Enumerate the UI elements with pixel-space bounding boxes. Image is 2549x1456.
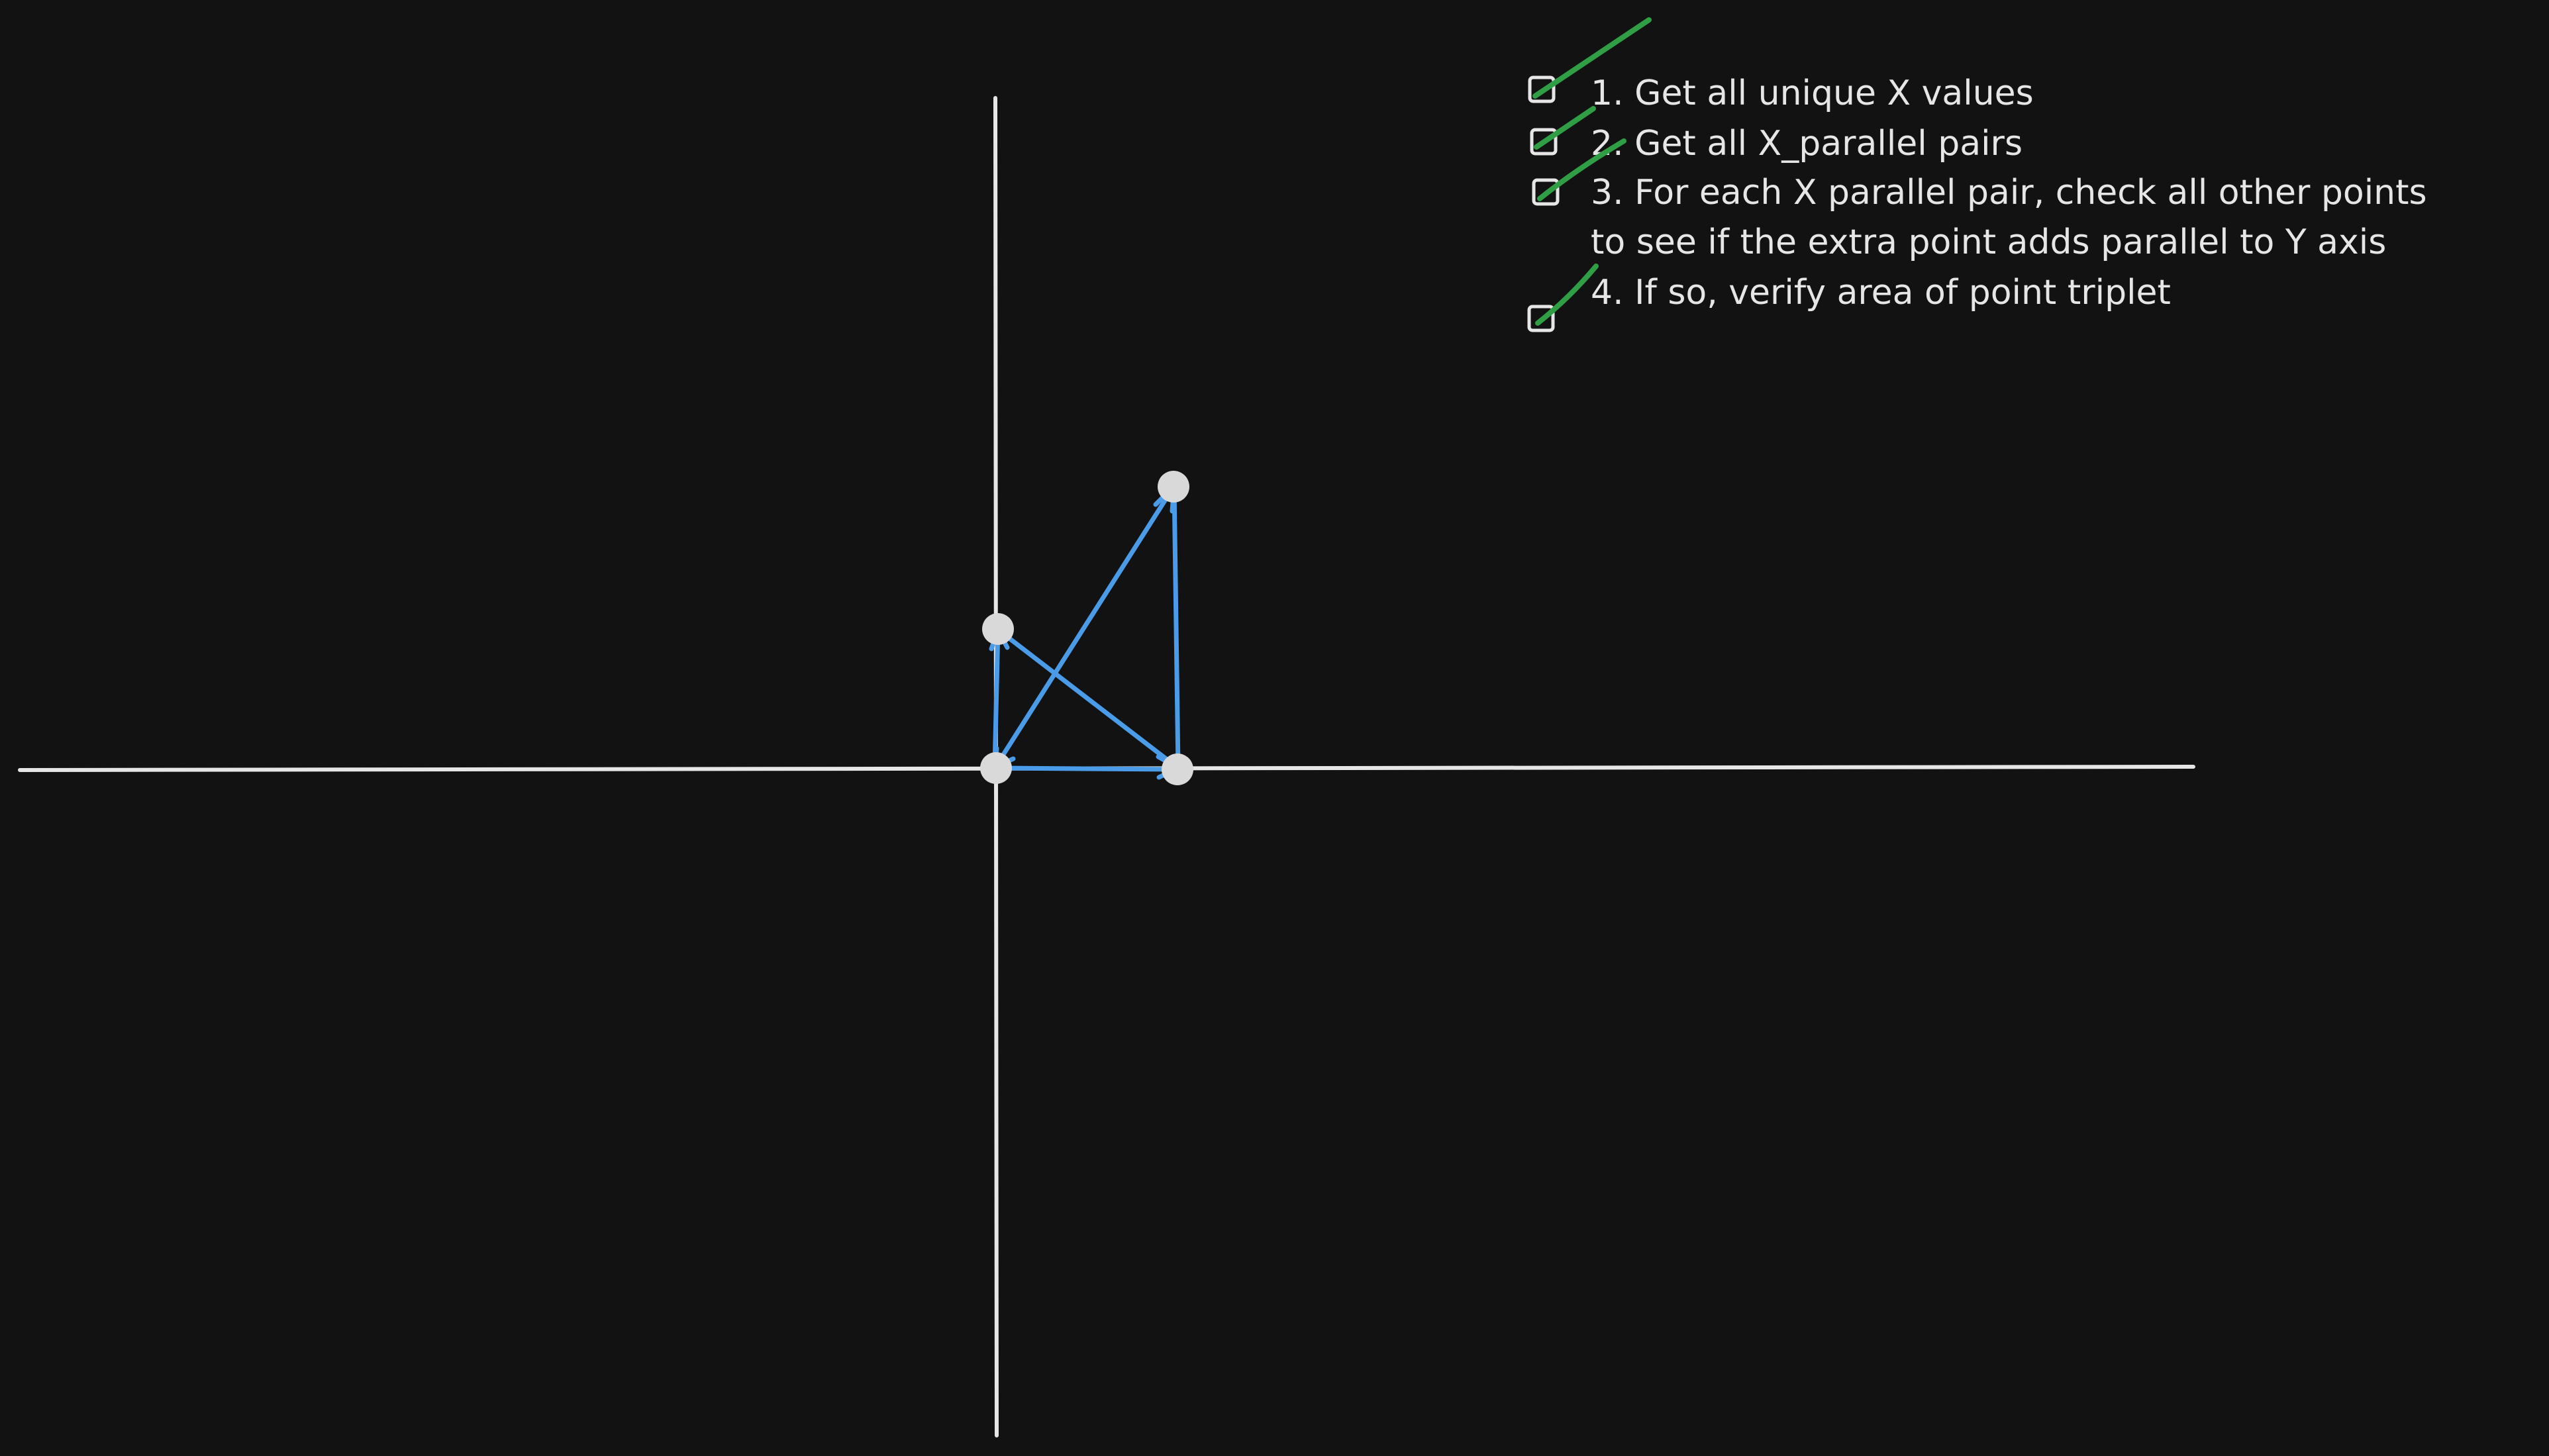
checklist-item-1-line-1: 1. Get all unique X values (1591, 73, 2034, 113)
checkbox-2[interactable] (1530, 128, 1558, 156)
checkbox-3[interactable] (1532, 178, 1560, 206)
edge-mid-to-right (995, 627, 1181, 771)
checkmark-1 (1532, 17, 1652, 99)
checklist-item-4-line-1: 4. If so, verify area of point triplet (1591, 273, 2171, 313)
checklist-item-2: 2. Get all X_parallel pairs (1530, 106, 2023, 164)
checklist: 1. Get all unique X values 2. Get all X_… (1527, 17, 2427, 332)
edge-top-to-right (1172, 483, 1181, 770)
checklist-item-3-line-1: 3. For each X parallel pair, check all o… (1591, 173, 2427, 213)
checkmark-4 (1535, 264, 1599, 326)
point-top[interactable] (1158, 471, 1189, 503)
checklist-item-3-line-2: to see if the extra point adds parallel … (1591, 222, 2386, 262)
checkbox-1[interactable] (1528, 75, 1556, 103)
point-origin[interactable] (980, 752, 1012, 784)
point-y-axis[interactable] (982, 613, 1014, 645)
checkmark-3 (1537, 138, 1626, 201)
checklist-item-3: 3. For each X parallel pair, check all o… (1532, 138, 2427, 262)
edges (992, 483, 1181, 772)
edge-origin-to-right (993, 765, 1181, 772)
checklist-item-2-line-1: 2. Get all X_parallel pairs (1591, 124, 2023, 164)
edge-origin-to-top (993, 483, 1177, 769)
checklist-item-4: 4. If so, verify area of point triplet (1527, 264, 2171, 332)
checklist-item-1: 1. Get all unique X values (1528, 17, 2034, 113)
point-x-axis[interactable] (1162, 753, 1193, 785)
points (980, 471, 1193, 785)
checkbox-4[interactable] (1527, 305, 1555, 332)
edge-mid-to-origin (992, 627, 1001, 769)
checkmark-2 (1534, 106, 1596, 150)
